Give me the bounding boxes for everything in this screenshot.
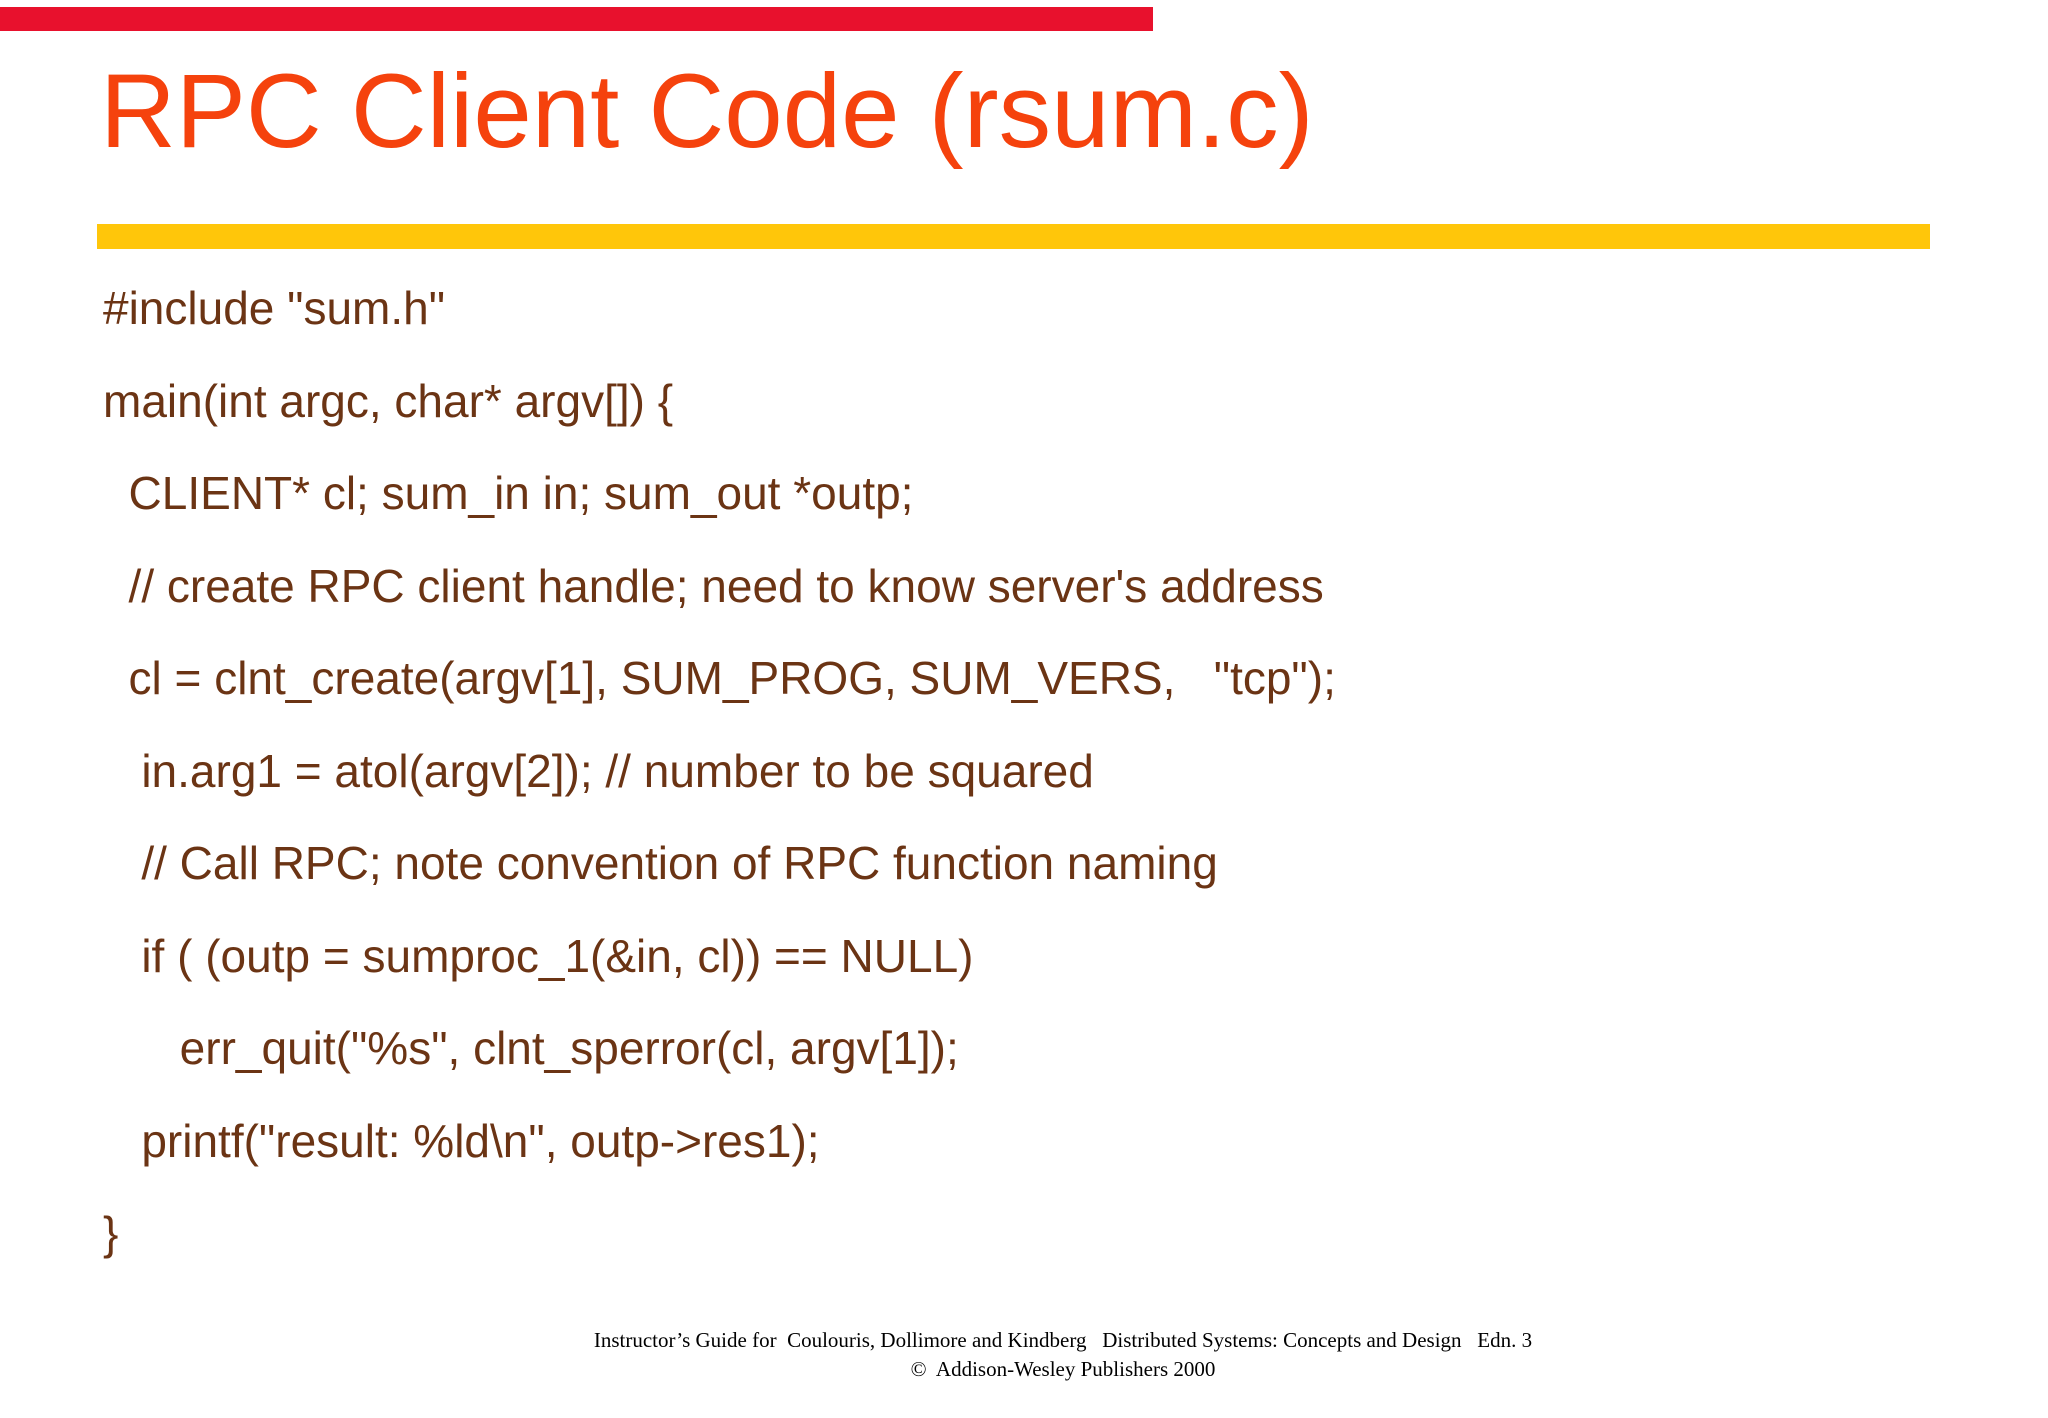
code-line: if ( (outp = sumproc_1(&in, cl)) == NULL… [103,929,974,982]
top-red-bar [0,7,1153,31]
code-line: in.arg1 = atol(argv[2]); // number to be… [103,744,1094,797]
code-line: err_quit("%s", clnt_sperror(cl, argv[1])… [103,1022,959,1074]
code-line: } [103,1207,119,1259]
code-line: CLIENT* cl; sum_in in; sum_out *outp; [103,467,914,519]
footer-copyright-line: © Addison-Wesley Publishers 2000 [910,1357,1216,1381]
slide-footer: Instructor’s Guide for Coulouris, Dollim… [0,1326,2048,1384]
code-line: main(int argc, char* argv[]) { [103,374,674,427]
code-line: printf("result: %ld\n", outp->res1); [103,1114,820,1167]
code-line: // Call RPC; note convention of RPC func… [103,837,1218,889]
code-line: // create RPC client handle; need to kno… [103,559,1324,612]
code-line: cl = clnt_create(argv[1], SUM_PROG, SUM_… [103,652,1336,704]
code-line: #include "sum.h" [103,282,446,334]
footer-credit-line: Instructor’s Guide for Coulouris, Dollim… [593,1328,1533,1352]
title-divider-rule [97,224,1930,249]
code-block: #include "sum.h" main(int argc, char* arg… [103,262,2003,1280]
page-title: RPC Client Code (rsum.c) [100,53,1314,170]
